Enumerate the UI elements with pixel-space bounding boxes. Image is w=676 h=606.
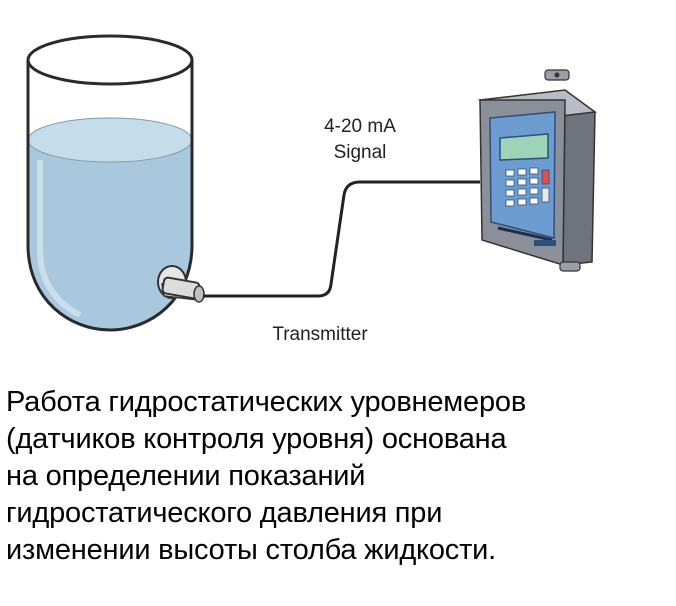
- signal-label: 4-20 mA Signal: [300, 114, 420, 166]
- signal-label-line2: Signal: [333, 142, 387, 163]
- level-controller: [478, 69, 597, 272]
- signal-label-line1: 4-20 mA: [324, 116, 396, 137]
- signal-cable: [203, 180, 480, 298]
- caption-line: Работа гидростатических уровнемеров: [6, 386, 527, 418]
- liquid: [28, 140, 192, 330]
- tank: [26, 34, 194, 332]
- transmitter-sensor: [157, 265, 205, 303]
- caption-line: гидростатического давления при: [6, 497, 443, 529]
- caption-line: на определении показаний: [6, 460, 366, 492]
- controller-keypad: [505, 167, 550, 207]
- liquid-surface: [27, 117, 193, 163]
- caption-line: (датчиков контроля уровня) основана: [6, 423, 507, 455]
- caption-line: изменении высоты столба жидкости.: [6, 534, 497, 566]
- caption: Работа гидростатических уровнемеров (дат…: [6, 384, 670, 569]
- transmitter-label: Transmitter: [272, 324, 368, 345]
- level-measurement-diagram: [26, 34, 597, 332]
- controller-screen: [499, 133, 549, 161]
